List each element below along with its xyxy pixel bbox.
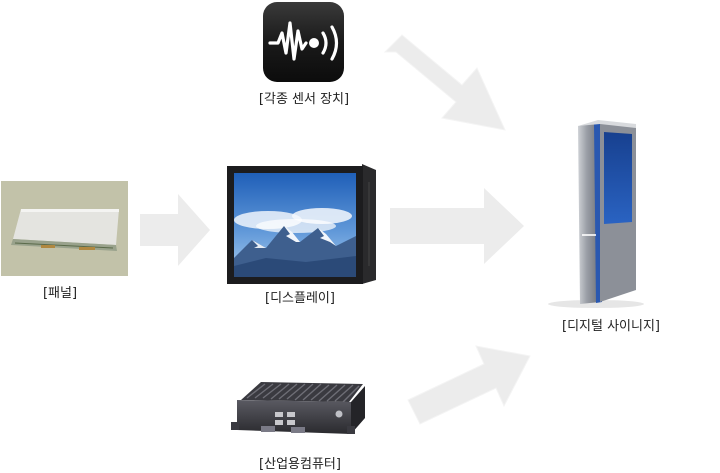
signage-caption: [디지털 사이니지] <box>562 319 660 334</box>
arrow-panel-to-display <box>140 194 210 266</box>
industrial-pc <box>231 378 367 444</box>
digital-signage-kiosk <box>544 118 646 308</box>
arrow-display-to-signage <box>390 188 524 264</box>
pc-caption: [산업용컴퓨터] <box>259 457 341 472</box>
sensor-caption: [각종 센서 장치] <box>258 92 350 107</box>
panel-caption: [패널] <box>42 286 78 301</box>
sound-wave-broadcast-icon <box>263 2 344 82</box>
display-caption: [디스플레이] <box>265 291 335 306</box>
arrow-sensor-to-signage <box>383 34 506 131</box>
display-monitor <box>226 162 378 286</box>
sensor-device <box>262 1 345 83</box>
arrow-pc-to-signage <box>407 345 531 425</box>
panel-photo <box>1 181 128 276</box>
